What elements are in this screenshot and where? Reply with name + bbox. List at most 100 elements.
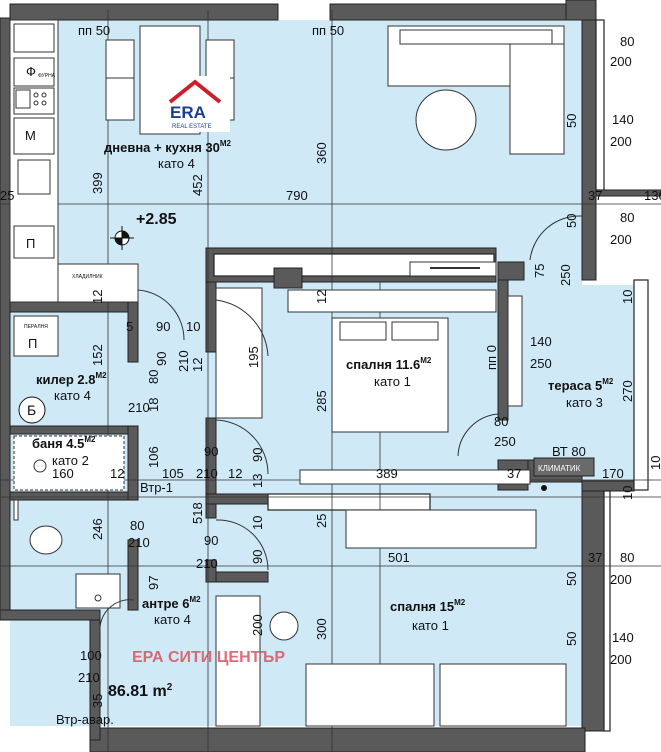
svg-text:200: 200 xyxy=(610,134,632,149)
svg-text:285: 285 xyxy=(314,390,329,412)
desk-1 xyxy=(507,295,523,407)
svg-text:37: 37 xyxy=(588,550,602,565)
watermark: ЕРА СИТИ ЦЕНТЪР xyxy=(132,649,285,666)
wardrobe-2 xyxy=(215,595,261,727)
svg-text:10: 10 xyxy=(250,516,265,530)
bed-1 xyxy=(331,317,449,433)
svg-text:П: П xyxy=(28,336,37,351)
dimensions: 80 200 140 200 790 37 130 25 80 200 5 90… xyxy=(0,34,661,685)
svg-text:80: 80 xyxy=(620,550,634,565)
svg-text:105: 105 xyxy=(162,466,184,481)
svg-text:25: 25 xyxy=(0,188,14,203)
svg-text:130: 130 xyxy=(644,188,661,203)
bath-fixtures xyxy=(13,435,125,609)
svg-text:90: 90 xyxy=(204,444,218,459)
svg-text:90: 90 xyxy=(250,448,265,462)
svg-text:12: 12 xyxy=(314,290,329,304)
svg-text:200: 200 xyxy=(250,614,265,636)
label-vtr-avar: Втр-авар. xyxy=(56,712,114,727)
svg-text:80: 80 xyxy=(620,210,634,225)
svg-text:80: 80 xyxy=(620,34,634,49)
svg-text:10: 10 xyxy=(648,456,661,470)
room-living-floor: като 4 xyxy=(158,156,195,171)
room-bedroom2-floor: като 1 xyxy=(412,618,449,633)
svg-text:80: 80 xyxy=(130,518,144,533)
room-bedroom2-name: спалня 15М2 xyxy=(390,598,466,614)
svg-text:10: 10 xyxy=(186,319,200,334)
era-logo: ERA REAL ESTATE xyxy=(160,76,230,132)
label-pp-b: пп 50 xyxy=(312,23,344,38)
svg-text:13: 13 xyxy=(250,474,265,488)
washing-machine: П ПЕРАЛНЯ xyxy=(13,315,59,357)
shelf-1 xyxy=(287,289,497,313)
svg-text:200: 200 xyxy=(610,232,632,247)
svg-text:140: 140 xyxy=(612,112,634,127)
office-chair xyxy=(269,611,299,641)
sofa xyxy=(387,25,565,155)
svg-text:790: 790 xyxy=(286,188,308,203)
bed-2 xyxy=(305,663,567,727)
svg-text:246: 246 xyxy=(90,518,105,540)
label-pp-0: пп 0 xyxy=(484,345,499,370)
svg-text:210: 210 xyxy=(128,400,150,415)
dimensions-vertical: 50 399 452 360 50 75 250 12 12 152 90 21… xyxy=(90,114,661,708)
svg-text:360: 360 xyxy=(314,142,329,164)
fridge-glyph: П xyxy=(26,236,35,251)
svg-text:80: 80 xyxy=(146,370,161,384)
svg-text:35: 35 xyxy=(90,694,105,708)
room-pantry-floor: като 4 xyxy=(54,388,91,403)
label-pp-a: пп 50 xyxy=(78,23,110,38)
svg-text:210: 210 xyxy=(78,670,100,685)
svg-text:389: 389 xyxy=(376,466,398,481)
svg-text:270: 270 xyxy=(620,380,635,402)
room-pantry-name: килер 2.8М2 xyxy=(36,371,107,387)
svg-text:200: 200 xyxy=(610,652,632,667)
room-living-name: дневна + кухня 30М2 xyxy=(104,139,232,155)
svg-text:50: 50 xyxy=(564,572,579,586)
svg-text:160: 160 xyxy=(52,466,74,481)
svg-text:210: 210 xyxy=(176,350,191,372)
svg-text:200: 200 xyxy=(610,54,632,69)
room-hall-name: антре 6М2 xyxy=(142,595,201,611)
svg-text:ПЕРАЛНЯ: ПЕРАЛНЯ xyxy=(24,324,48,330)
svg-text:18: 18 xyxy=(146,398,161,412)
svg-text:12: 12 xyxy=(228,466,242,481)
ac-unit xyxy=(533,457,595,477)
svg-text:200: 200 xyxy=(610,572,632,587)
room-terrace-name: тераса 5М2 xyxy=(548,377,614,393)
tv-unit-2 xyxy=(345,509,537,549)
axis-lines xyxy=(0,10,661,752)
svg-text:10: 10 xyxy=(620,290,635,304)
svg-text:75: 75 xyxy=(532,264,547,278)
oven-glyph: Ф xyxy=(26,64,36,79)
ac-unit-label: КЛИМАТИК xyxy=(538,464,581,473)
svg-text:501: 501 xyxy=(388,550,410,565)
svg-text:90: 90 xyxy=(154,352,169,366)
svg-text:106: 106 xyxy=(146,446,161,468)
svg-text:90: 90 xyxy=(156,319,170,334)
wardrobe-1 xyxy=(215,287,263,419)
svg-text:140: 140 xyxy=(530,334,552,349)
svg-text:399: 399 xyxy=(90,172,105,194)
svg-text:250: 250 xyxy=(530,356,552,371)
level-marker xyxy=(110,226,134,250)
svg-text:152: 152 xyxy=(90,344,105,366)
svg-text:210: 210 xyxy=(196,466,218,481)
svg-text:80: 80 xyxy=(494,414,508,429)
svg-text:210: 210 xyxy=(196,556,218,571)
room-bath-name: баня 4.5М2 xyxy=(32,435,96,451)
room-bedroom1-floor: като 1 xyxy=(374,374,411,389)
svg-text:452: 452 xyxy=(190,174,205,196)
svg-text:12: 12 xyxy=(90,290,105,304)
svg-text:37: 37 xyxy=(588,188,602,203)
svg-text:90: 90 xyxy=(204,533,218,548)
svg-text:300: 300 xyxy=(314,618,329,640)
svg-text:170: 170 xyxy=(602,466,624,481)
total-area: 86.81 m2 xyxy=(108,682,173,700)
svg-text:50: 50 xyxy=(564,114,579,128)
microwave-glyph: М xyxy=(25,128,36,143)
room-hall-floor: като 4 xyxy=(154,612,191,627)
label-hladilnik: ХЛАДИЛНИК xyxy=(72,274,103,280)
